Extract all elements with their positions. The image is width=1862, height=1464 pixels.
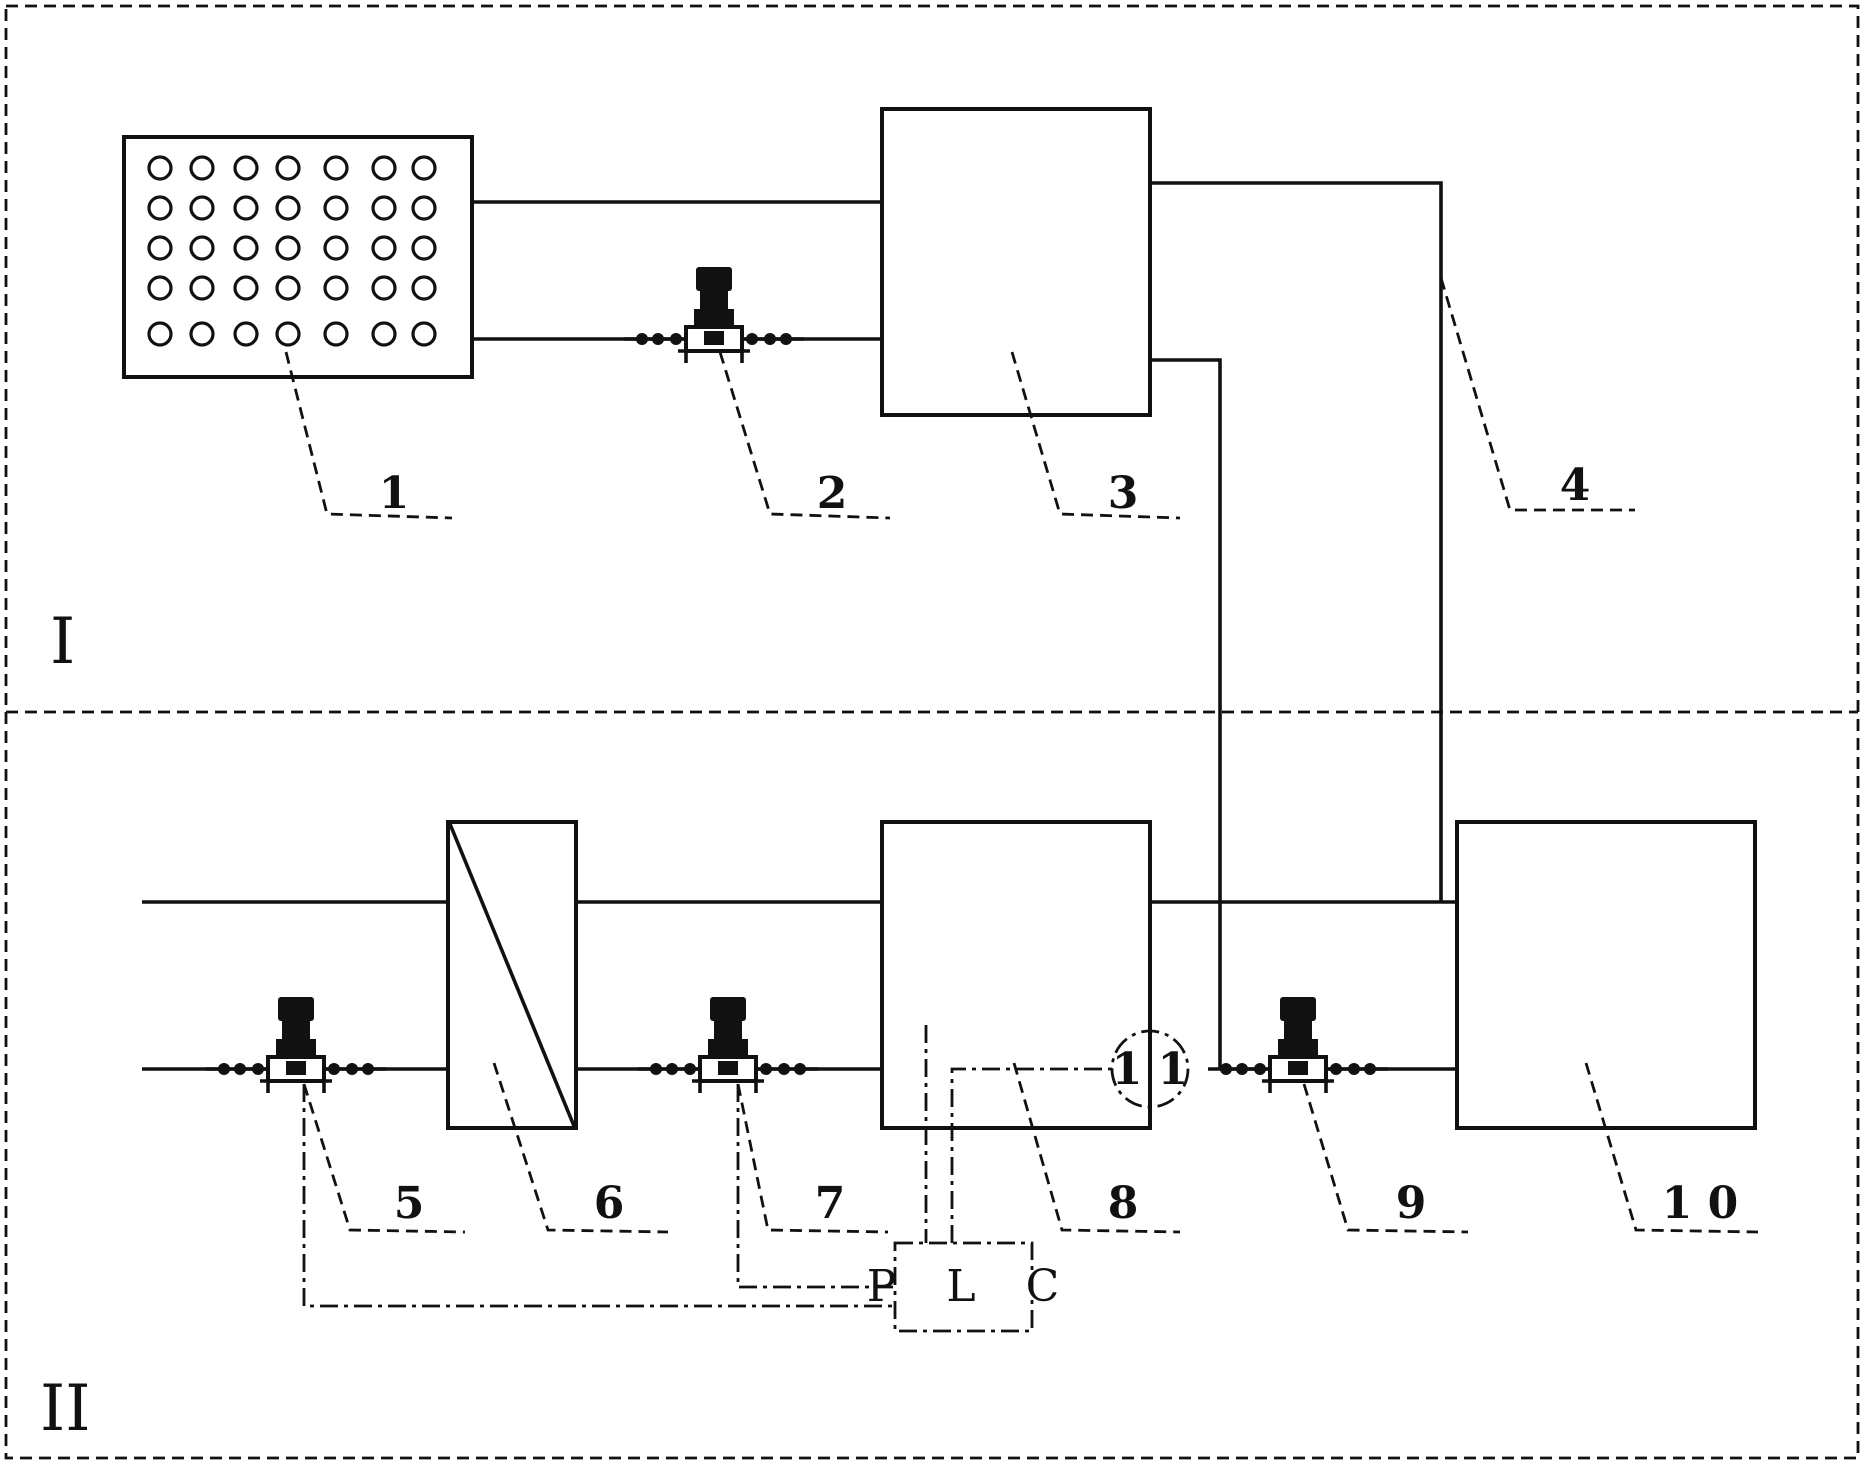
label-3: 3 bbox=[1108, 468, 1139, 519]
signal-pump7-plc bbox=[736, 1084, 895, 1289]
perforation-hole bbox=[233, 195, 259, 221]
leader-7 bbox=[736, 1083, 889, 1234]
perforation-hole bbox=[147, 155, 173, 181]
perforation-hole bbox=[411, 275, 437, 301]
perforation-hole bbox=[189, 275, 215, 301]
membrane-diagonal bbox=[448, 823, 576, 1127]
perforation-hole bbox=[371, 275, 397, 301]
perforation-hole bbox=[323, 155, 349, 181]
zone-label-lower: II bbox=[40, 1372, 91, 1446]
perforation-hole bbox=[323, 195, 349, 221]
perforation-hole bbox=[275, 275, 301, 301]
pump-5-icon bbox=[204, 995, 388, 1095]
label-1: 1 bbox=[379, 468, 410, 519]
signal-pump5-plc bbox=[302, 1084, 895, 1308]
label-8: 8 bbox=[1108, 1178, 1139, 1229]
perforation-hole bbox=[323, 235, 349, 261]
label-5: 5 bbox=[394, 1178, 425, 1229]
zone-label-upper: I bbox=[50, 605, 75, 679]
perforation-hole bbox=[371, 235, 397, 261]
perforation-hole bbox=[275, 321, 301, 347]
perforation-hole bbox=[371, 155, 397, 181]
perforation-hole bbox=[371, 195, 397, 221]
perforation-hole bbox=[411, 155, 437, 181]
equipment-3-tank bbox=[880, 107, 1152, 417]
perforation-hole bbox=[233, 155, 259, 181]
plc-label: P L C bbox=[867, 1261, 1077, 1312]
leader-10 bbox=[1584, 1062, 1759, 1234]
perforation-hole bbox=[323, 321, 349, 347]
perforation-hole bbox=[275, 235, 301, 261]
perforation-hole bbox=[371, 321, 397, 347]
outer-border bbox=[4, 4, 1860, 1460]
perforation-hole bbox=[275, 195, 301, 221]
perforation-hole bbox=[275, 155, 301, 181]
label-7: 7 bbox=[815, 1178, 846, 1229]
perforation-hole bbox=[189, 321, 215, 347]
leader-4 bbox=[1439, 277, 1635, 512]
perforation-hole bbox=[189, 235, 215, 261]
label-4: 4 bbox=[1560, 460, 1591, 511]
perforation-hole bbox=[411, 195, 437, 221]
perforation-hole bbox=[323, 275, 349, 301]
leader-3 bbox=[1010, 351, 1181, 520]
leader-6 bbox=[492, 1062, 669, 1234]
plc-box bbox=[893, 1241, 1034, 1333]
leader-1 bbox=[284, 351, 453, 520]
label-9: 9 bbox=[1396, 1178, 1427, 1229]
perforation-hole bbox=[233, 275, 259, 301]
pump-9-icon bbox=[1206, 995, 1390, 1095]
label-10: 1 0 bbox=[1662, 1178, 1739, 1229]
signal-instrument11-plc bbox=[950, 1067, 1112, 1243]
pump-7-icon bbox=[636, 995, 820, 1095]
equipment-10-tank bbox=[1455, 820, 1757, 1130]
perforation-hole bbox=[189, 155, 215, 181]
label-11: 1 1 bbox=[1112, 1044, 1189, 1095]
leader-9 bbox=[1302, 1083, 1469, 1234]
label-2: 2 bbox=[817, 468, 848, 519]
equipment-8-tank bbox=[880, 820, 1152, 1130]
pump-2-icon bbox=[622, 265, 806, 365]
leader-5 bbox=[302, 1083, 466, 1234]
perforation-hole bbox=[411, 235, 437, 261]
perforation-hole bbox=[233, 235, 259, 261]
leader-8 bbox=[1012, 1062, 1181, 1234]
perforation-hole bbox=[189, 195, 215, 221]
perforation-hole bbox=[411, 321, 437, 347]
perforation-holes bbox=[147, 155, 437, 347]
leader-2 bbox=[718, 351, 891, 520]
perforation-hole bbox=[147, 235, 173, 261]
pipe-4 bbox=[1150, 181, 1443, 902]
perforation-hole bbox=[147, 275, 173, 301]
perforation-hole bbox=[147, 195, 173, 221]
perforation-hole bbox=[147, 321, 173, 347]
pipe-3-to-11 bbox=[1150, 358, 1222, 1069]
label-6: 6 bbox=[594, 1178, 625, 1229]
perforation-hole bbox=[233, 321, 259, 347]
